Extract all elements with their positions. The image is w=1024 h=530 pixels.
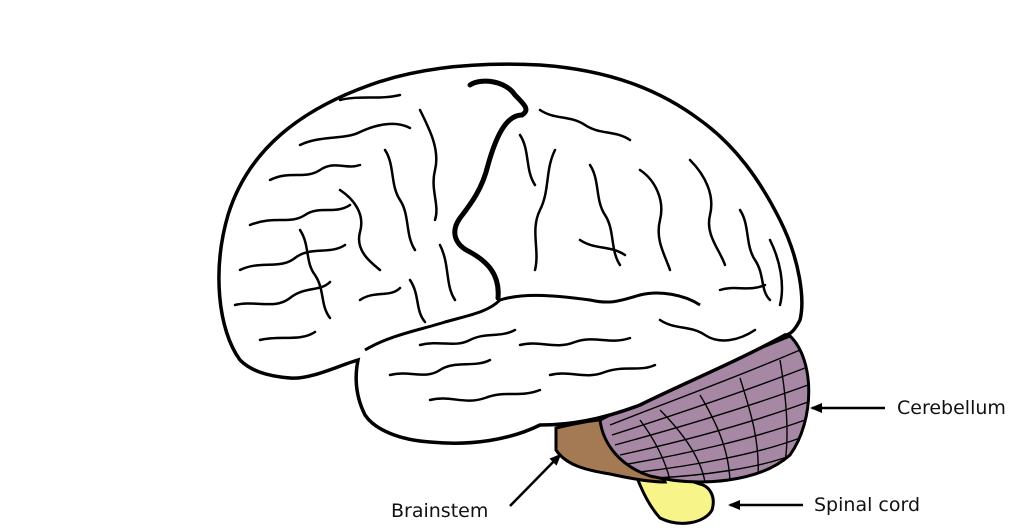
brainstem-label: Brainstem: [391, 500, 489, 522]
cerebellum-folia: [609, 349, 809, 482]
lateral-sulcus: [364, 291, 701, 352]
spinal-cord-label: Spinal cord: [814, 494, 921, 516]
cerebrum: [217, 62, 804, 445]
brainstem-arrow: [509, 453, 562, 507]
central-sulcus: [452, 78, 529, 301]
gyri-lines: [233, 93, 784, 402]
cerebellum-label: Cerebellum: [897, 397, 1006, 419]
